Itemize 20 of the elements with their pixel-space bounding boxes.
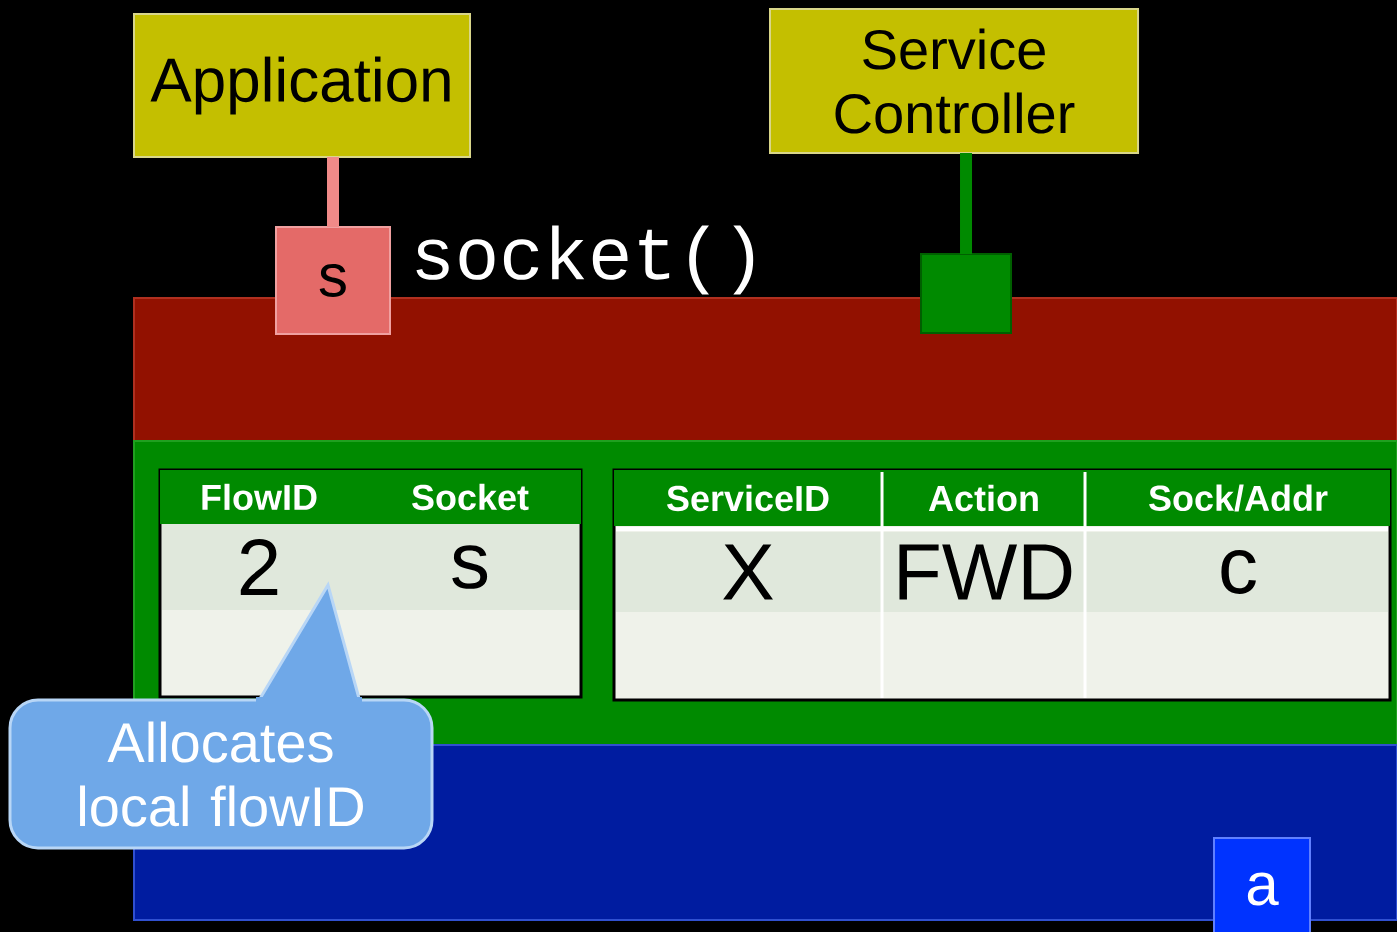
table-cell: FWD <box>899 544 1072 600</box>
application-box: Application <box>133 13 471 158</box>
function-call: socket() <box>416 225 754 295</box>
table-cell: s <box>452 545 488 589</box>
layer-band <box>133 297 1397 442</box>
connector-pipe <box>960 153 972 254</box>
connector-pipe <box>327 157 339 227</box>
table-cell: X <box>723 544 773 600</box>
address-box: a <box>1213 837 1311 932</box>
controller-box: Service Controller <box>769 8 1139 154</box>
control-box <box>920 253 1012 334</box>
socket-box: s socket() <box>275 225 754 335</box>
table-header: ServiceID <box>667 484 829 512</box>
service-table <box>612 468 1392 702</box>
table-header: FlowID <box>202 483 317 511</box>
table-header: Socket <box>412 483 529 511</box>
table-header: Action <box>928 484 1038 512</box>
table-header: Sock/Addr <box>1149 484 1328 512</box>
table-cell: c <box>1221 550 1256 594</box>
flow-table <box>158 468 583 699</box>
